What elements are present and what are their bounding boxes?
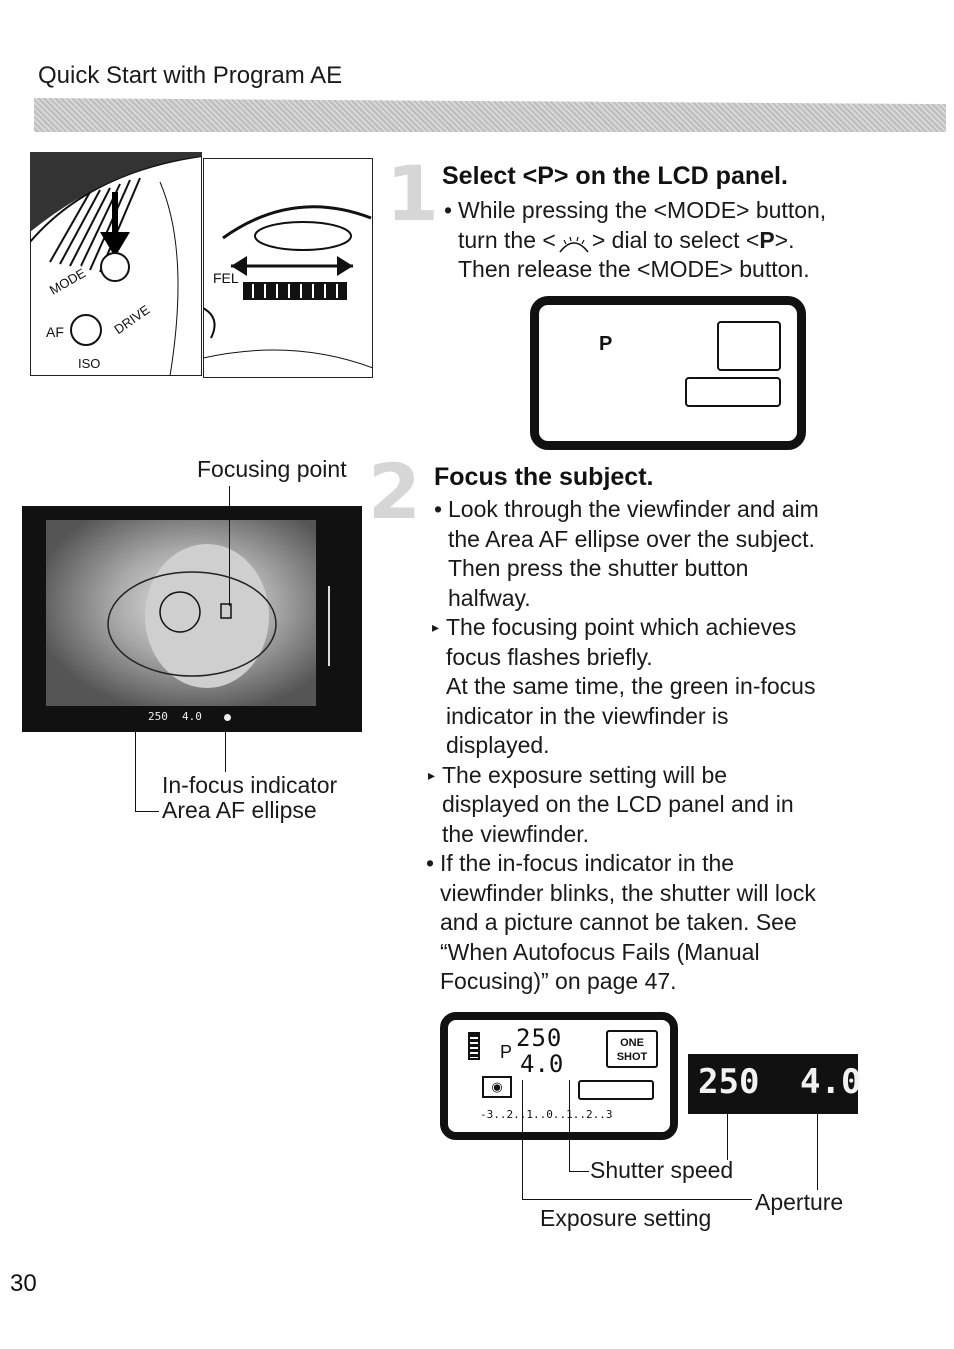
lcd-exposure-scale: -3..2..1..0..1..2..3 xyxy=(480,1108,613,1121)
page-number: 30 xyxy=(10,1270,37,1297)
step-1-text: •While pressing the <MODE> button, turn … xyxy=(444,196,878,285)
vf-aperture-leader xyxy=(817,1112,818,1190)
focusing-point-leader xyxy=(229,486,230,606)
af-label: AF xyxy=(46,324,64,340)
lcd-panel-exposure: P 250 4.0 ONE SHOT ◉ -3..2..1..0..1..2..… xyxy=(440,1012,678,1140)
shutter-speed-label: Shutter speed xyxy=(590,1157,734,1183)
step-2-number: 2 xyxy=(368,447,421,536)
battery-icon xyxy=(468,1032,480,1060)
vf-strip-shutter: 250 xyxy=(698,1062,760,1102)
metering-icon: ◉ xyxy=(482,1076,512,1098)
step-2-text: • Look through the viewfinder and aim th… xyxy=(426,495,878,997)
shutter-speed-leader xyxy=(569,1080,570,1172)
step-1-line-1: •While pressing the <MODE> button, xyxy=(444,197,827,223)
lcd-exp-mode: P xyxy=(500,1042,513,1062)
exposure-leader-h xyxy=(522,1199,752,1200)
step-2-bullet-2: ▸ The focusing point which achieves focu… xyxy=(432,614,816,758)
viewfinder-image: 250 4.0 xyxy=(22,506,362,732)
exposure-setting-label: Exposure setting xyxy=(540,1205,712,1231)
main-dial-icon xyxy=(556,232,592,253)
viewfinder-readout-strip: 250 4.0 xyxy=(688,1054,862,1114)
step-1-number: 1 xyxy=(386,149,439,238)
shutter-speed-leader-h xyxy=(569,1171,589,1172)
step-2-bullet-4: • If the in-focus indicator in the viewf… xyxy=(426,850,816,994)
vf-shutter-readout: 250 xyxy=(148,710,168,723)
lcd-segment-box xyxy=(717,321,781,371)
area-af-ellipse-label: Area AF ellipse xyxy=(162,797,317,823)
step-1-line-3: Then release the <MODE> button. xyxy=(458,256,810,282)
vf-shutter-leader xyxy=(727,1112,728,1160)
lcd-mode-p: P xyxy=(599,333,613,355)
area-af-leader-h xyxy=(135,811,159,812)
aperture-label: Aperture xyxy=(755,1189,844,1215)
step-1-line-2: turn the <> dial to select <P>. xyxy=(458,226,795,253)
step-2-bullet-1: • Look through the viewfinder and aim th… xyxy=(434,496,819,611)
lcd-drive-box xyxy=(578,1080,654,1100)
lcd-af-mode: ONE SHOT xyxy=(606,1030,658,1068)
vf-aperture-readout: 4.0 xyxy=(182,710,202,723)
lcd-segment-bar xyxy=(685,377,781,407)
vf-in-focus-dot xyxy=(224,714,231,721)
exposure-leader xyxy=(522,1080,523,1200)
fel-label: FEL xyxy=(213,270,239,286)
lcd-panel-small: P xyxy=(530,296,806,450)
area-af-leader xyxy=(135,728,136,812)
focusing-point-label: Focusing point xyxy=(197,456,347,482)
iso-label: ISO xyxy=(78,356,101,371)
step-2-bullet-3: ▸ The exposure setting will be displayed… xyxy=(428,761,794,847)
camera-top-illustration: MODE AF DRIVE ISO xyxy=(29,152,203,377)
camera-dial-illustration: FEL xyxy=(202,158,374,378)
in-focus-leader xyxy=(225,728,226,772)
header-band xyxy=(34,98,946,132)
step-1-title: Select <P> on the LCD panel. xyxy=(442,162,788,190)
step-2-title: Focus the subject. xyxy=(434,463,654,491)
vf-strip-aperture: 4.0 xyxy=(800,1062,862,1102)
lcd-exp-aperture: 4.0 xyxy=(520,1050,564,1078)
in-focus-indicator-label: In-focus indicator xyxy=(162,772,338,798)
page-header: Quick Start with Program AE xyxy=(38,62,343,89)
lcd-exp-shutter: 250 xyxy=(516,1024,563,1052)
